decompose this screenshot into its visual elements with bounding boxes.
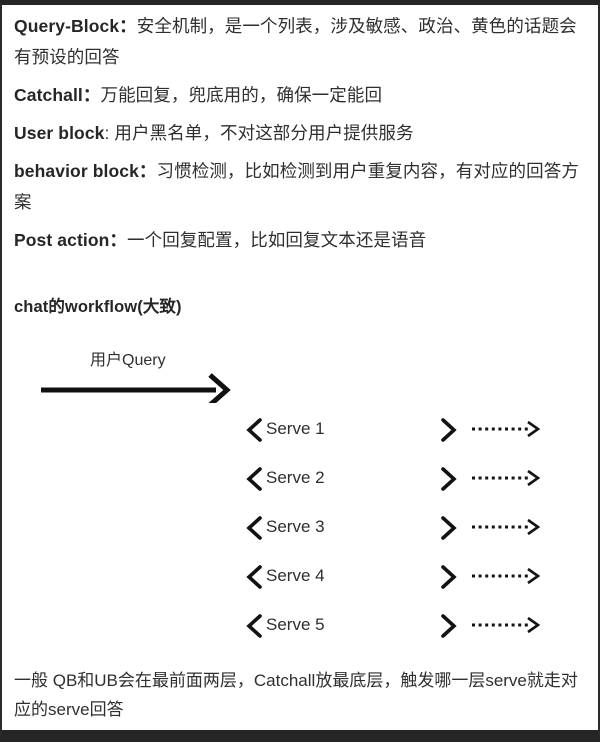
input-query-label: 用户Query: [90, 352, 166, 369]
serve-layer-list: Serve 1: [2, 409, 598, 654]
definition-term: Query-Block：: [14, 16, 137, 36]
definition-item-behavior-block: behavior block：习惯检测，比如检测到用户重复内容，有对应的回答方案: [14, 156, 586, 218]
definition-term: Post action：: [14, 230, 128, 250]
dotted-right-arrow-icon: [470, 419, 550, 439]
definition-term: User block: [14, 123, 105, 143]
serve-row[interactable]: Serve 3: [2, 507, 598, 556]
serve-row[interactable]: Serve 2: [2, 458, 598, 507]
dotted-right-arrow-icon: [470, 468, 550, 488]
footer-note: 一般 QB和UB会在最前面两层，Catchall放最底层，触发哪一层serve就…: [14, 671, 578, 719]
serve-label: Serve 5: [266, 615, 325, 634]
definition-description: : 用户黑名单，不对这部分用户提供服务: [104, 123, 414, 143]
serve-label: Serve 3: [266, 517, 325, 536]
chevron-right-icon: [438, 564, 458, 590]
dotted-right-arrow-icon: [470, 566, 550, 586]
definition-description: 一个回复配置，比如回复文本还是语音: [127, 230, 427, 250]
chevron-left-icon: [245, 466, 265, 492]
solid-right-arrow-icon: [38, 371, 238, 403]
serve-label: Serve 1: [266, 419, 325, 438]
chevron-right-icon: [438, 417, 458, 443]
chevron-right-icon: [438, 613, 458, 639]
definition-description: 万能回复，兜底用的，确保一定能回: [100, 85, 383, 105]
chevron-right-icon: [438, 466, 458, 492]
definition-item-catchall: Catchall：万能回复，兜底用的，确保一定能回: [14, 80, 586, 111]
note-content: Query-Block：安全机制，是一个列表，涉及敏感、政治、黄色的话题会有预设…: [2, 5, 598, 730]
definition-description: 习惯检测，比如检测到用户重复内容，有对应的回答方案: [14, 161, 579, 212]
chevron-left-icon: [245, 613, 265, 639]
serve-row[interactable]: Serve 4: [2, 556, 598, 605]
chevron-left-icon: [245, 515, 265, 541]
dotted-right-arrow-icon: [470, 615, 550, 635]
section-title: chat的workflow(大致): [14, 298, 182, 316]
chevron-left-icon: [245, 564, 265, 590]
serve-label: Serve 2: [266, 468, 325, 487]
serve-label: Serve 4: [266, 566, 325, 585]
definition-description: 安全机制，是一个列表，涉及敏感、政治、黄色的话题会有预设的回答: [14, 16, 577, 67]
definition-list: Query-Block：安全机制，是一个列表，涉及敏感、政治、黄色的话题会有预设…: [14, 11, 586, 263]
definition-item-post-action: Post action：一个回复配置，比如回复文本还是语音: [14, 225, 586, 256]
definition-item-user-block: User block: 用户黑名单，不对这部分用户提供服务: [14, 118, 586, 149]
chevron-right-icon: [438, 515, 458, 541]
chevron-left-icon: [245, 417, 265, 443]
dotted-right-arrow-icon: [470, 517, 550, 537]
definition-item-query-block: Query-Block：安全机制，是一个列表，涉及敏感、政治、黄色的话题会有预设…: [14, 11, 586, 73]
definition-term: behavior block：: [14, 161, 157, 181]
serve-row[interactable]: Serve 5: [2, 605, 598, 654]
definition-term: Catchall：: [14, 85, 101, 105]
serve-row[interactable]: Serve 1: [2, 409, 598, 458]
